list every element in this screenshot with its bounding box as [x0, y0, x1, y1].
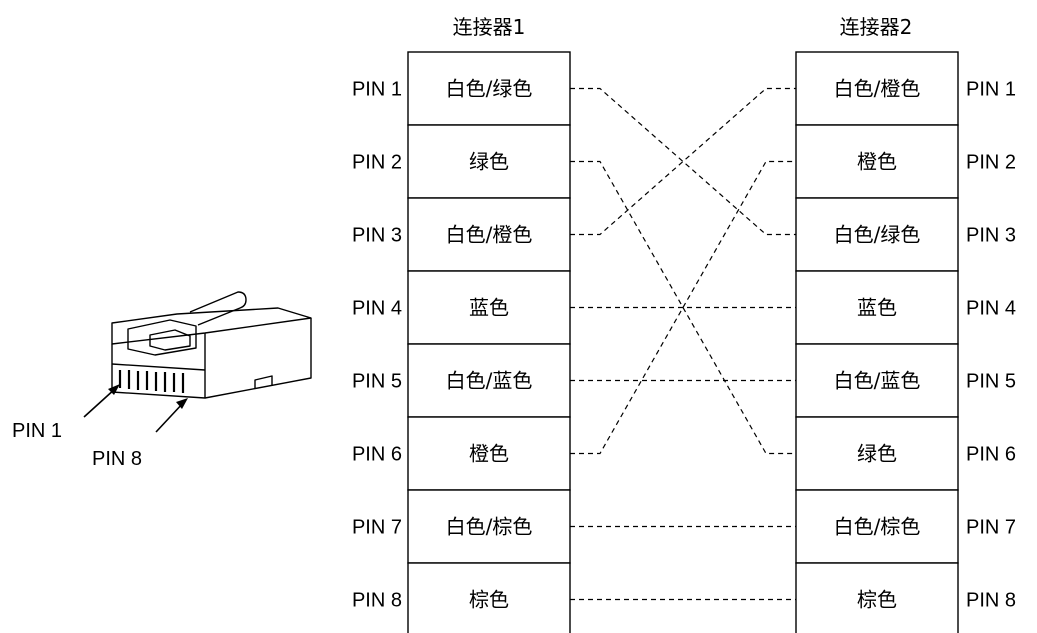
connector1-color-label: 白色/橙色 [446, 223, 533, 247]
connector1-color-label: 白色/绿色 [446, 77, 533, 101]
connector2-pin-label: PIN 4 [966, 298, 1016, 320]
connector2-title: 连接器2 [840, 15, 913, 39]
connector2-cell [795, 562, 959, 633]
wire-pin2-to-pin6 [570, 160, 796, 455]
connector2-pin-label: PIN 3 [966, 225, 1016, 247]
connector2-pin-label: PIN 2 [966, 152, 1016, 174]
connector2-color-label: 白色/棕色 [834, 515, 921, 539]
connector1-pin-label: PIN 8 [352, 590, 402, 612]
connector2-pin-label: PIN 5 [966, 371, 1016, 393]
plug-pin1-label: PIN 1 [12, 420, 62, 442]
connector1-pin-label: PIN 1 [352, 79, 402, 101]
connector1-cell [407, 416, 571, 491]
connector2-cell [795, 51, 959, 126]
connector1-color-label: 蓝色 [469, 296, 509, 320]
connector1-pin-label: PIN 7 [352, 517, 402, 539]
connector2-cell [795, 124, 959, 199]
connector2-cell [795, 343, 959, 418]
connector1-cell [407, 270, 571, 345]
connector1-color-label: 橙色 [469, 442, 509, 466]
connector2-color-label: 棕色 [857, 588, 897, 612]
connector2-color-label: 橙色 [857, 150, 897, 174]
connector1-cell [407, 51, 571, 126]
plug-contacts [118, 370, 185, 393]
connector1-pin-label: PIN 6 [352, 444, 402, 466]
connector2-color-label: 蓝色 [857, 296, 897, 320]
connector2-pin-label: PIN 8 [966, 590, 1016, 612]
connector2-color-label: 绿色 [857, 442, 897, 466]
connector1-cell [407, 197, 571, 272]
connector2-pin-label: PIN 6 [966, 444, 1016, 466]
wire-pin3-to-pin1 [570, 87, 796, 236]
connector1-cell [407, 124, 571, 199]
connector1-title: 连接器1 [453, 15, 526, 39]
connector1-pin-label: PIN 2 [352, 152, 402, 174]
connector1-pin-label: PIN 4 [352, 298, 402, 320]
connector1-cell [407, 562, 571, 633]
connector1-pin-label: PIN 5 [352, 371, 402, 393]
connector1-color-label: 棕色 [469, 588, 509, 612]
connector2-color-label: 白色/蓝色 [834, 369, 921, 393]
connector2-color-label: 白色/绿色 [834, 223, 921, 247]
connector1-pin-label: PIN 3 [352, 225, 402, 247]
wire-group [570, 87, 796, 601]
pin8-arrow [155, 398, 188, 433]
plug-pin8-label: PIN 8 [92, 448, 142, 470]
connector2-pin-label: PIN 1 [966, 79, 1016, 101]
connector2-color-label: 白色/橙色 [834, 77, 921, 101]
connector2-cell [795, 489, 959, 564]
pin1-arrow [83, 384, 120, 418]
connector2-cell [795, 197, 959, 272]
connector1-column: 白色/绿色 PIN 1 绿色 PIN 2 白色/橙色 PIN 3 蓝色 PIN 4 白色/蓝色 P… [352, 51, 571, 633]
wire-pin1-to-pin3 [570, 87, 796, 236]
connector2-column: 白色/橙色 PIN 1 橙色 PIN 2 白色/绿色 PIN 3 蓝色 PIN 4 白色/蓝色 P… [795, 51, 1016, 633]
connector2-pin-label: PIN 7 [966, 517, 1016, 539]
connector1-color-label: 白色/棕色 [446, 515, 533, 539]
connector1-color-label: 白色/蓝色 [446, 369, 533, 393]
connector1-color-label: 绿色 [469, 150, 509, 174]
rj45-plug-illustration: PIN 1 PIN 8 [12, 291, 312, 470]
wire-pin6-to-pin2 [570, 160, 796, 455]
